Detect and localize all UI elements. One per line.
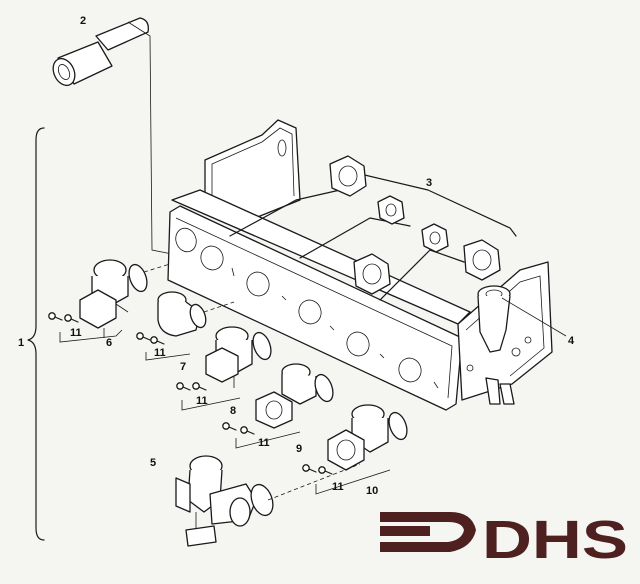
callout-1: 1 xyxy=(18,337,24,349)
callout-2: 2 xyxy=(80,15,86,27)
part-3-nut-c xyxy=(421,223,449,253)
group-brace xyxy=(27,127,45,541)
callout-5: 5 xyxy=(150,457,156,469)
callout-11d: 11 xyxy=(258,437,270,449)
part-3-nut-d xyxy=(353,253,391,295)
dhs-logo: DHS xyxy=(380,510,628,570)
callout-8: 8 xyxy=(230,405,236,417)
callout-6: 6 xyxy=(106,337,112,349)
part-8-valve xyxy=(205,326,272,388)
callout-11a: 11 xyxy=(70,327,82,339)
part-9-valve xyxy=(255,363,334,429)
callout-4: 4 xyxy=(568,335,575,347)
callout-11b: 11 xyxy=(154,347,166,359)
callout-11e: 11 xyxy=(332,481,344,493)
callout-7: 7 xyxy=(180,361,186,373)
part-3-nut-a xyxy=(329,155,367,197)
part-6-valve xyxy=(79,259,148,338)
part-10-valve xyxy=(327,404,408,471)
callout-11c: 11 xyxy=(196,395,208,407)
logo-text: DHS xyxy=(482,510,628,570)
callout-10: 10 xyxy=(366,485,378,497)
part-3-nut-e xyxy=(463,239,501,281)
screws-11 xyxy=(48,312,333,475)
part-2-pipe-sleeve xyxy=(52,17,149,87)
part-4-tee xyxy=(477,285,511,353)
part-7-elbow xyxy=(157,291,207,337)
callout-3: 3 xyxy=(426,177,432,189)
callout-9: 9 xyxy=(296,443,302,455)
part-3-nut-b xyxy=(377,195,405,225)
part-5-filling-loop xyxy=(175,455,274,547)
logo-mark xyxy=(380,512,476,552)
